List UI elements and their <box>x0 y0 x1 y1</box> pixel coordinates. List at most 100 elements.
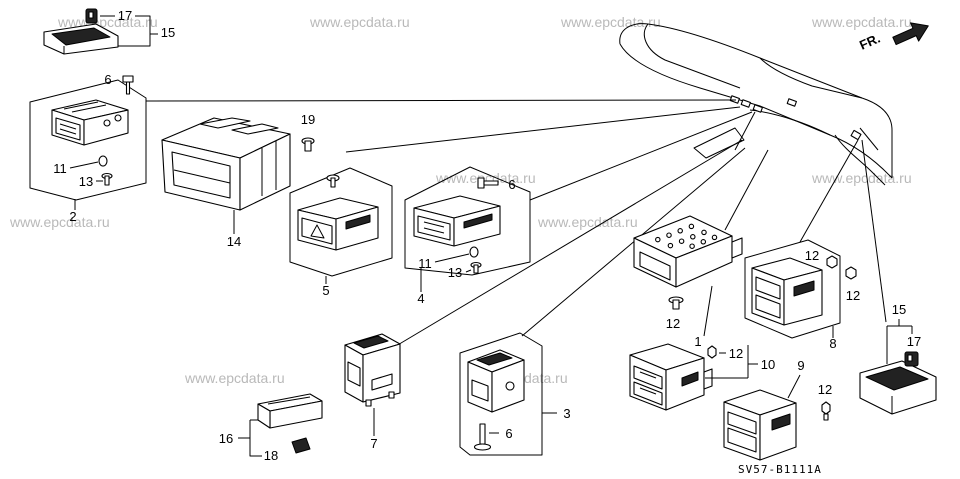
screw-12 <box>845 266 857 280</box>
callout-label: 18 <box>264 448 278 463</box>
callout-leader <box>787 374 801 399</box>
unit-side-face <box>675 235 733 288</box>
callout-label: 15 <box>161 25 175 40</box>
connector-pin <box>711 234 718 241</box>
watermark-text: www.epcdata.ru <box>309 14 410 30</box>
screw-12 <box>707 345 717 359</box>
part-10-switch <box>629 343 758 411</box>
part-9-switch <box>723 374 831 461</box>
switch-slot <box>463 213 493 229</box>
switch-connector <box>703 368 713 390</box>
callout-label: 9 <box>797 358 804 373</box>
switch-knob <box>103 119 111 127</box>
direction-arrow-icon <box>892 22 929 46</box>
screw-shaft <box>330 177 336 188</box>
lamp-lens <box>865 366 929 391</box>
dashboard-bracket-line <box>734 111 879 151</box>
lens-side-face <box>257 403 271 429</box>
connector-pin <box>700 239 707 245</box>
switch-knob <box>793 280 815 297</box>
part-19-screw <box>301 137 315 152</box>
watermark-text: www.epcdata.ru <box>435 170 536 186</box>
pin-6-shaft <box>479 423 486 445</box>
screw-shaft <box>304 140 312 152</box>
callout-label: 5 <box>322 283 329 298</box>
part-5-group <box>289 167 393 284</box>
connector-pin <box>666 232 672 238</box>
part-8-group <box>744 239 857 339</box>
switch-knob <box>681 371 699 387</box>
callout-label: 7 <box>370 436 377 451</box>
leader-line <box>395 139 743 347</box>
group-outline <box>459 332 543 456</box>
screw-13-shaft <box>473 264 479 274</box>
part-2-group <box>29 75 147 210</box>
leader-line <box>345 106 741 153</box>
callout-label: 15 <box>892 302 906 317</box>
switch-detail-lines <box>59 101 107 135</box>
dashboard-switch-opening <box>752 104 763 113</box>
watermark-text: www.epcdata.ru <box>184 370 285 386</box>
connector-pin <box>690 234 696 240</box>
switch-knob <box>114 114 122 122</box>
leader-line <box>724 149 769 231</box>
screw-6-shaft <box>483 180 499 186</box>
callout-label: 17 <box>118 8 132 23</box>
callout-label: 3 <box>563 406 570 421</box>
pin-6-base <box>473 443 492 451</box>
bezel-shelf <box>173 169 231 184</box>
bezel-side-details <box>261 141 277 196</box>
callout-bracket <box>705 345 758 379</box>
screw-6-head <box>477 177 485 189</box>
callout-label: 16 <box>219 431 233 446</box>
connector-pin <box>689 243 695 249</box>
part-15-lamp-right <box>859 360 937 415</box>
button-indicator-lines <box>639 371 657 395</box>
switch-button <box>633 381 663 406</box>
dashboard-console-line <box>834 134 886 186</box>
screw-13-shaft <box>104 175 110 186</box>
connector-pin <box>701 229 707 236</box>
watermark-text: www.epcdata.ru <box>560 14 661 30</box>
diagram-code: SV57-B1111A <box>738 463 822 476</box>
watermark-text: www.epcdata.ru <box>811 14 912 30</box>
part-14-bezel <box>161 117 291 234</box>
callout-label: 12 <box>666 316 680 331</box>
dashboard-switch-opening <box>786 98 797 107</box>
callout-label: 14 <box>227 234 241 249</box>
screw-12-shaft <box>823 413 829 421</box>
callout-label: 6 <box>505 426 512 441</box>
callout-label: 10 <box>761 357 775 372</box>
lens-detail <box>267 396 311 405</box>
callout-label: 11 <box>53 161 67 176</box>
dashboard-switch-opening <box>729 95 740 104</box>
part-3-group <box>459 332 557 456</box>
switch-window <box>301 217 333 245</box>
leader-line <box>529 111 753 201</box>
callout-label: 19 <box>301 112 315 127</box>
bezel-opening <box>171 151 231 199</box>
callout-label: 11 <box>418 256 432 271</box>
callout-label: 12 <box>729 346 743 361</box>
screw-6-head <box>122 75 134 83</box>
callout-label: 4 <box>417 291 424 306</box>
callout-label: 2 <box>69 209 76 224</box>
dashboard-switch-opening <box>850 129 862 141</box>
bracket-line <box>100 15 158 47</box>
part-16-lens <box>257 393 323 429</box>
bezel-rib <box>231 123 279 135</box>
callout-leaders <box>489 412 557 434</box>
switch-button <box>727 411 757 435</box>
group-outline <box>744 239 841 339</box>
part-17-clip-right <box>904 351 919 367</box>
switch-window <box>55 117 81 141</box>
clip-body <box>291 437 311 454</box>
connector-pin-grid <box>655 223 718 249</box>
dashboard-lower-edge <box>619 43 893 179</box>
watermark-text: www.epcdata.ru <box>9 214 110 230</box>
bezel-side-face <box>239 133 291 211</box>
bracket-15-17-right <box>886 319 913 364</box>
clip-highlight <box>88 11 94 19</box>
callout-leaders <box>420 253 472 292</box>
callout-label: 1 <box>694 334 701 349</box>
